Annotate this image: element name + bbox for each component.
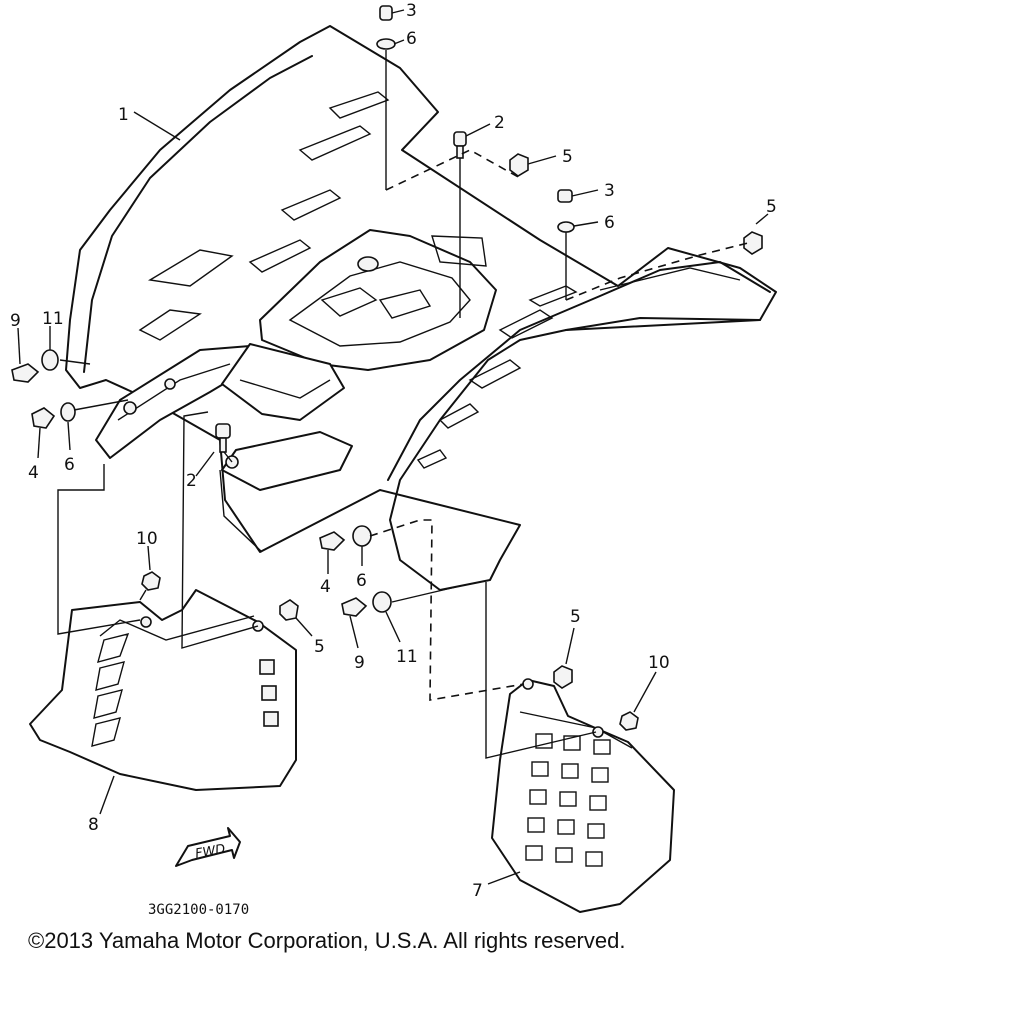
callout-5-center: 5 [314, 637, 325, 657]
callout-1: 1 [118, 105, 129, 125]
mud-flap-part-8 [29, 589, 297, 791]
callout-6-top: 6 [406, 29, 417, 49]
mud-flap-part-7 [491, 678, 675, 913]
callout-5-lower-right: 5 [570, 607, 581, 627]
forward-direction-arrow: FWD [175, 827, 241, 867]
callout-5-top: 5 [562, 147, 573, 167]
callout-9-left: 9 [10, 311, 21, 331]
drawing-code: 3GG2100-0170 [148, 902, 249, 918]
callout-7: 7 [472, 881, 483, 901]
callout-6-right: 6 [604, 213, 615, 233]
hardware-set [11, 5, 763, 731]
callout-labels: 3 6 1 2 5 3 6 5 9 11 4 6 2 10 5 4 6 9 11… [10, 1, 777, 901]
callout-6-left: 6 [64, 455, 75, 475]
callout-11-center: 11 [396, 647, 418, 667]
callout-4-left: 4 [28, 463, 39, 483]
leader-lines [57, 50, 749, 759]
rear-fender-part-1 [65, 25, 777, 591]
callout-3-top: 3 [406, 1, 417, 21]
copyright-notice: ©2013 Yamaha Motor Corporation, U.S.A. A… [28, 928, 626, 953]
callout-5-far-right: 5 [766, 197, 777, 217]
callout-10-right: 10 [648, 653, 670, 673]
callout-9-center: 9 [354, 653, 365, 673]
callout-2-lower: 2 [186, 471, 197, 491]
callout-10-left: 10 [136, 529, 158, 549]
callout-2-top: 2 [494, 113, 505, 133]
fwd-label: FWD [194, 842, 226, 862]
callout-11-left: 11 [42, 309, 64, 329]
callout-4-center: 4 [320, 577, 331, 597]
callout-pointers [17, 9, 769, 885]
callout-6-center: 6 [356, 571, 367, 591]
callout-3-right: 3 [604, 181, 615, 201]
callout-8: 8 [88, 815, 99, 835]
